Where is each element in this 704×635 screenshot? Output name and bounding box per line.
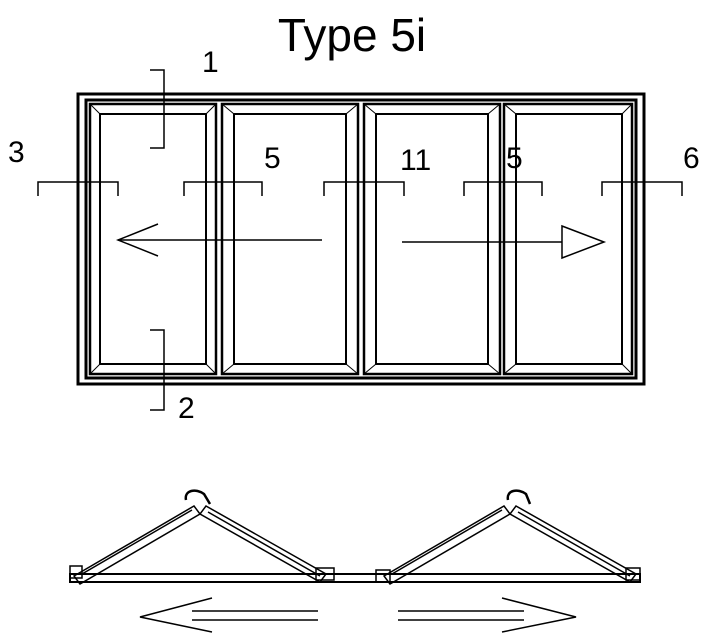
door-panel-2: [220, 102, 360, 376]
section-marker-2: [150, 329, 165, 411]
callout-3: 3: [8, 136, 25, 169]
door-panel-1: [88, 102, 218, 376]
right-opening-arrow: [402, 224, 607, 260]
plan-left-panel-pair: [69, 489, 335, 585]
outer-frame: [76, 92, 646, 386]
left-opening-arrow: [115, 223, 322, 257]
section-marker-5-left: [183, 181, 263, 196]
callout-11: 11: [400, 144, 431, 177]
diagram-title: Type 5i: [277, 9, 427, 61]
callout-5-right: 5: [506, 142, 523, 175]
inner-frame: [84, 98, 638, 380]
plan-left-arrow: [139, 597, 318, 633]
callout-1: 1: [202, 46, 219, 79]
section-marker-3: [37, 181, 119, 196]
section-marker-1: [150, 69, 165, 149]
door-panel-4: [502, 102, 634, 376]
door-panel-3: [362, 102, 502, 376]
callout-5-left: 5: [264, 142, 281, 175]
section-marker-6: [601, 181, 683, 196]
plan-right-panel-pair: [375, 489, 641, 585]
callout-2: 2: [178, 392, 195, 425]
callout-6: 6: [683, 142, 700, 175]
section-marker-11: [323, 181, 405, 196]
plan-right-arrow: [398, 597, 577, 633]
plan-floor-track: [69, 573, 641, 583]
section-marker-5-right: [463, 181, 543, 196]
